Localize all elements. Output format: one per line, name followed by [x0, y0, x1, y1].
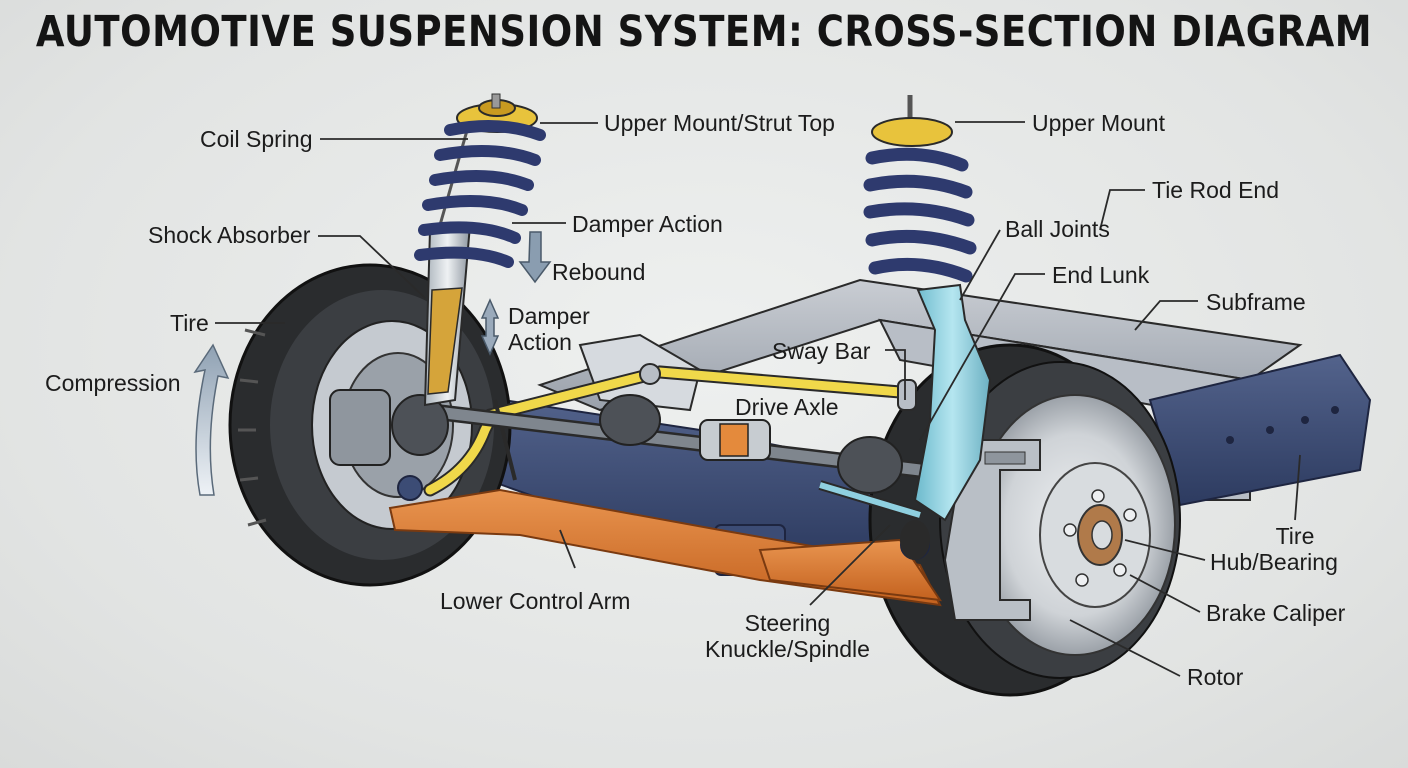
label-lower-control-arm: Lower Control Arm — [440, 588, 631, 614]
label-drive-axle: Drive Axle — [735, 394, 839, 420]
label-damper-action-top: Damper Action — [572, 211, 723, 237]
motion-arrows — [193, 231, 552, 496]
leader-lines — [215, 121, 1301, 677]
label-rotor: Rotor — [1187, 664, 1244, 690]
label-rebound: Rebound — [552, 259, 646, 285]
label-steering-knuckle: Steering Knuckle/Spindle — [705, 610, 870, 662]
label-compression: Compression — [45, 370, 181, 396]
label-tire-left: Tire — [170, 310, 209, 336]
tie-rod — [818, 480, 930, 560]
label-hub-bearing: Hub/Bearing — [1210, 549, 1338, 575]
label-end-lunk: End Lunk — [1052, 262, 1150, 288]
label-brake-caliper: Brake Caliper — [1206, 600, 1346, 626]
lower-control-arm — [388, 475, 943, 607]
label-subframe: Subframe — [1206, 289, 1306, 315]
right-strut — [863, 95, 992, 522]
label-ball-joints: Ball Joints — [1005, 216, 1110, 242]
label-tire-right: Tire — [1275, 523, 1315, 549]
label-upper-mount-strut-top: Upper Mount/Strut Top — [604, 110, 835, 136]
label-shock-absorber: Shock Absorber — [148, 222, 311, 248]
label-sway-bar: Sway Bar — [772, 338, 871, 364]
brake-caliper — [943, 439, 1041, 621]
sway-bar — [423, 363, 917, 497]
diagram-title: AUTOMOTIVE SUSPENSION SYSTEM: CROSS-SECT… — [35, 6, 1373, 57]
drive-axle — [391, 394, 921, 494]
left-wheel — [228, 263, 512, 587]
label-coil-spring: Coil Spring — [200, 126, 313, 152]
label-tie-rod-end: Tie Rod End — [1152, 177, 1279, 203]
label-upper-mount: Upper Mount — [1032, 110, 1165, 136]
label-damper-action-mid: Damper Action — [508, 303, 590, 355]
left-strut — [414, 93, 546, 407]
